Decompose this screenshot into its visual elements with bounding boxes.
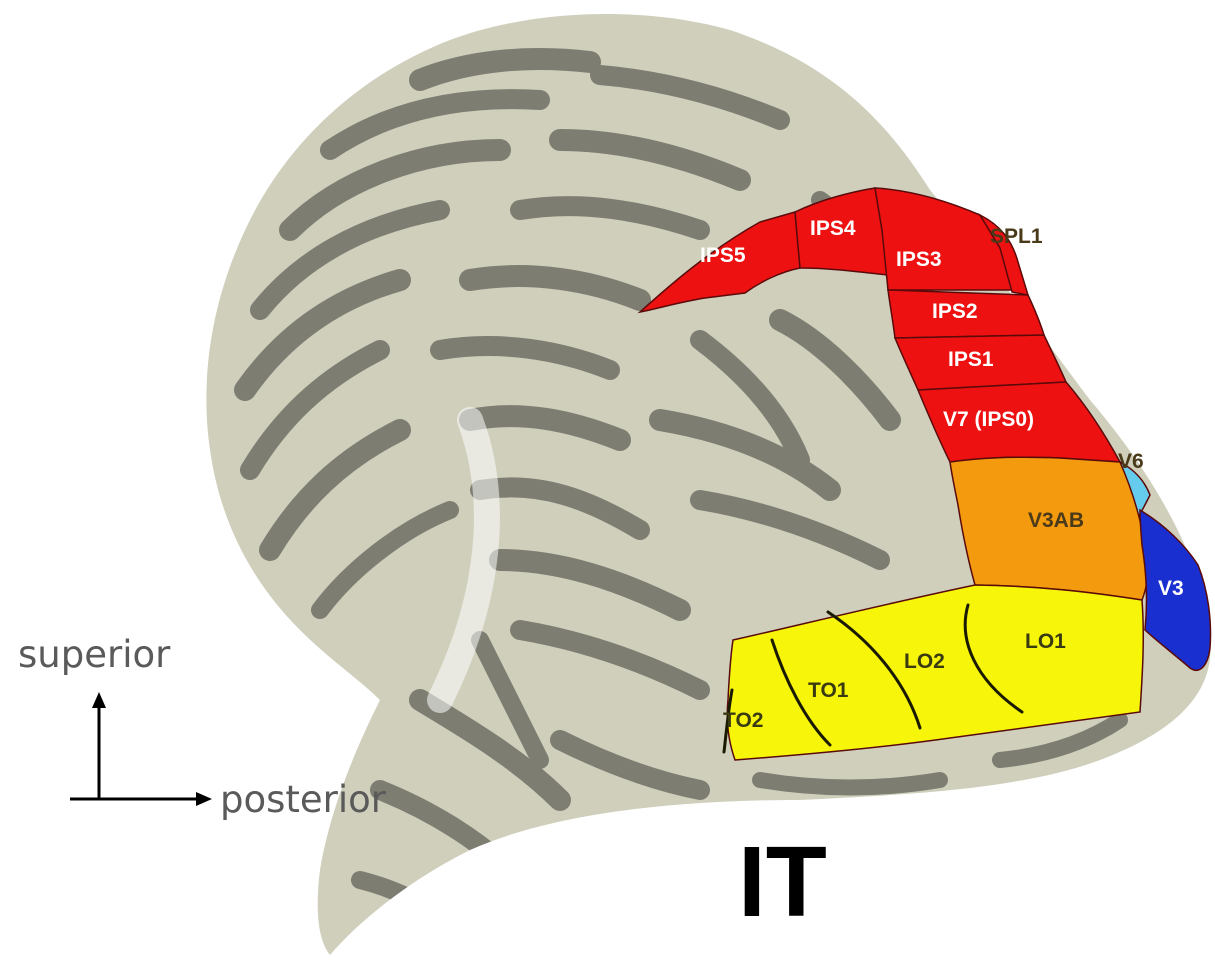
label-ips2: IPS2 [932, 300, 978, 323]
label-lo2: LO2 [904, 650, 945, 673]
label-ips3: IPS3 [896, 248, 942, 271]
label-ips4: IPS4 [810, 217, 856, 240]
superior-label: superior [18, 633, 171, 676]
posterior-label: posterior [220, 778, 387, 821]
label-v6: V6 [1118, 450, 1144, 473]
label-v3ab: V3AB [1028, 509, 1084, 532]
label-v7: V7 (IPS0) [943, 408, 1034, 431]
label-ips1: IPS1 [948, 348, 994, 371]
label-to2: TO2 [723, 709, 763, 732]
orientation-axes: superior posterior [18, 633, 387, 821]
superior-arrowhead [92, 692, 106, 708]
label-lo1: LO1 [1025, 630, 1066, 653]
label-v3: V3 [1158, 577, 1184, 600]
label-to1: TO1 [808, 679, 849, 702]
label-spl1: SPL1 [990, 225, 1043, 248]
area-label-it: IT [738, 826, 827, 938]
label-ips5: IPS5 [700, 244, 746, 267]
posterior-arrowhead [196, 792, 212, 806]
